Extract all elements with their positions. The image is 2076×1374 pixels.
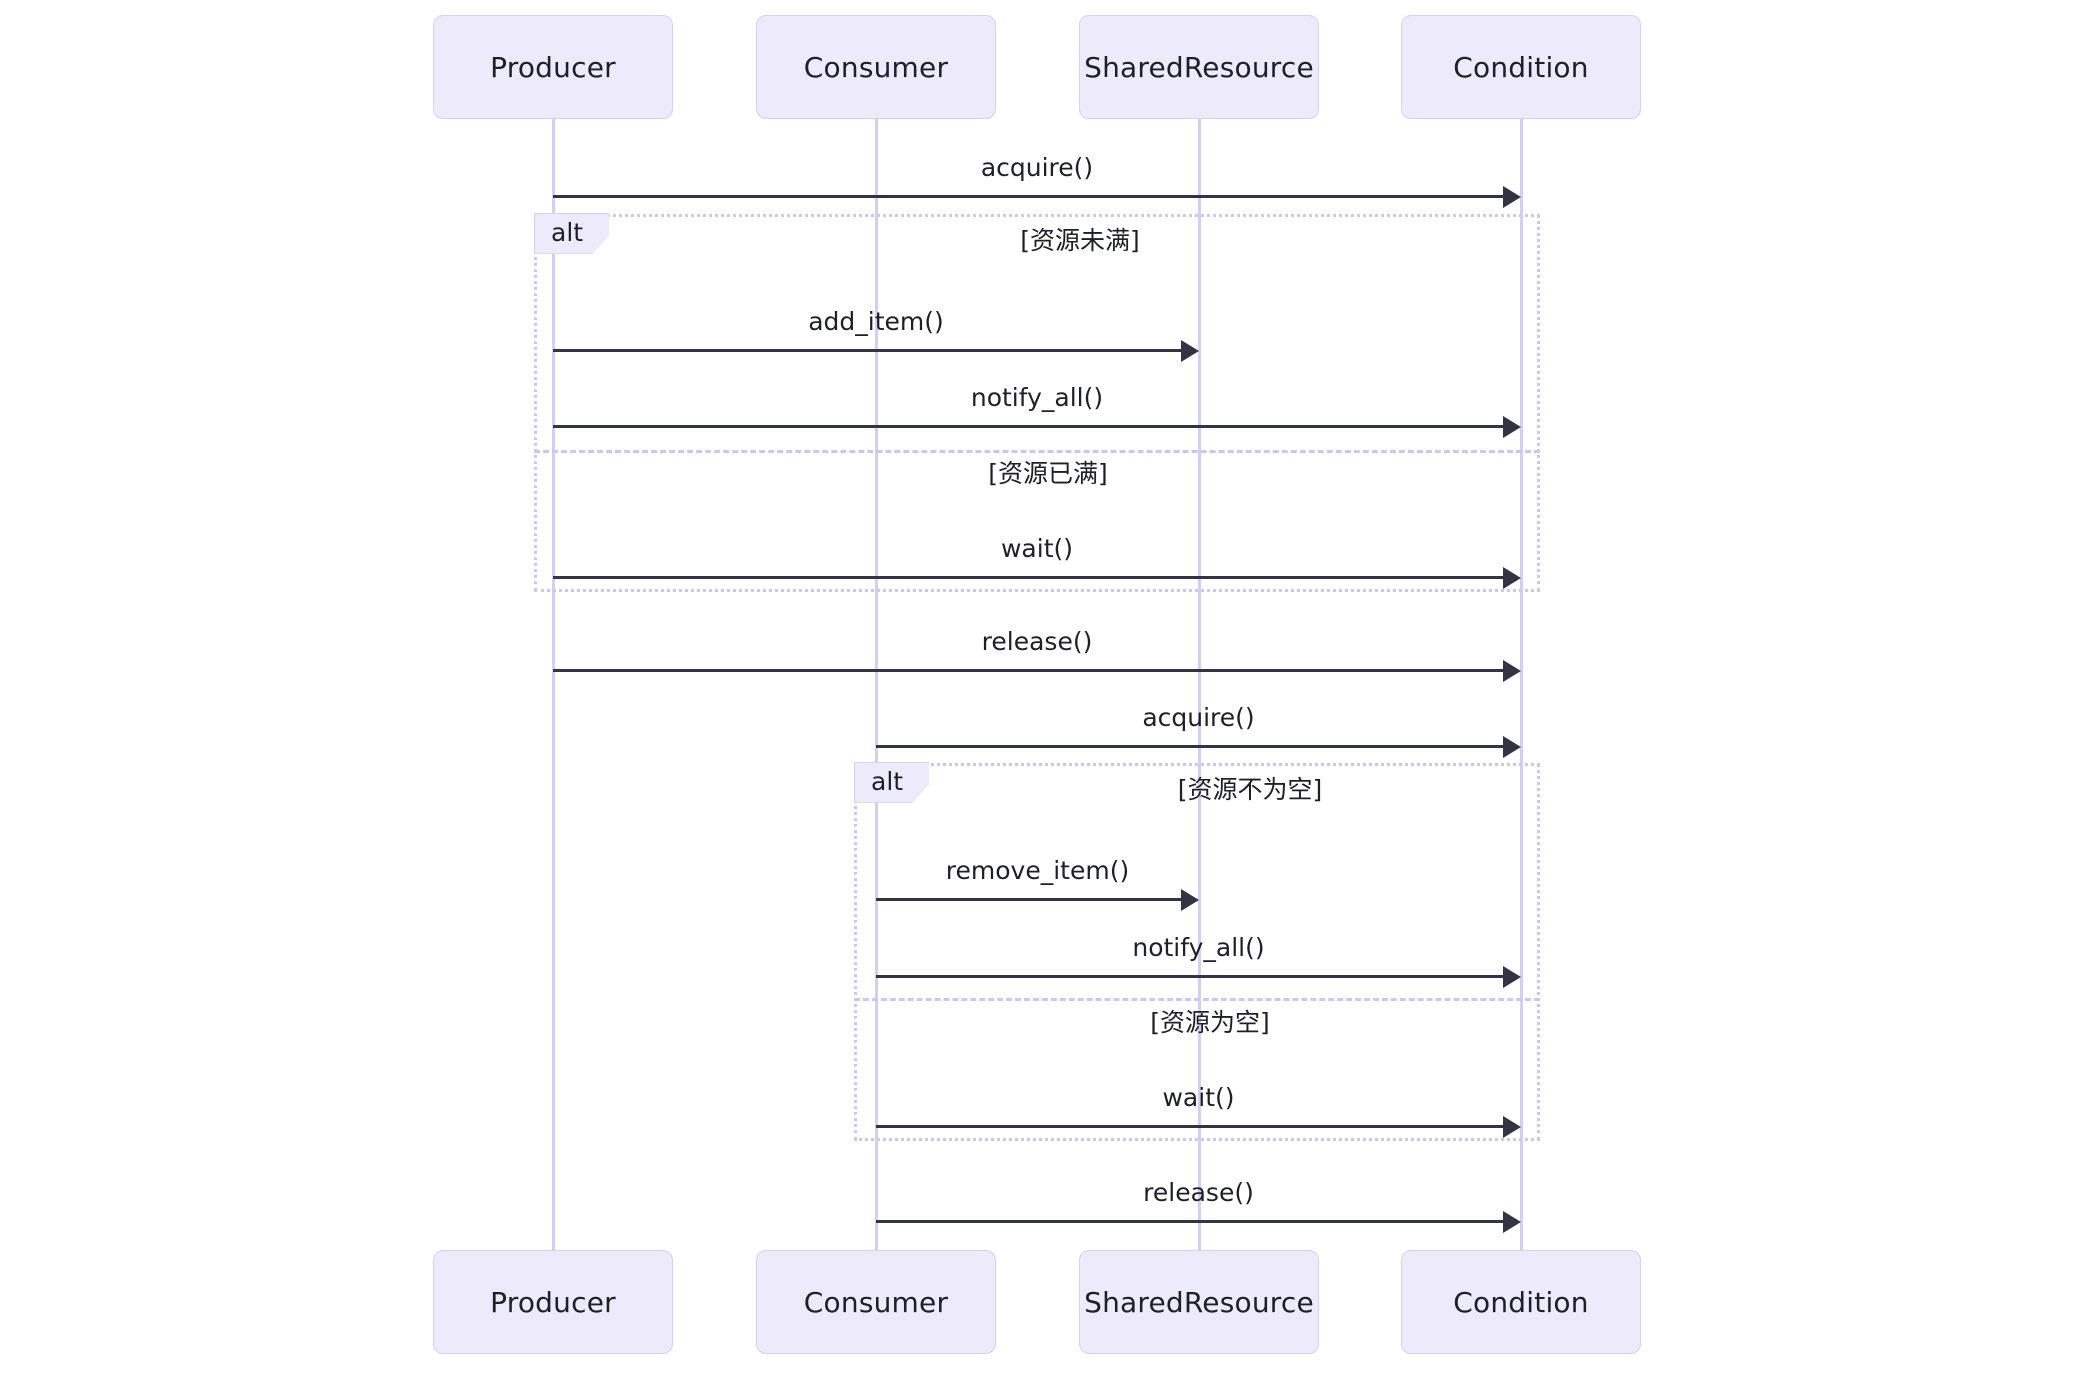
- message-label-m10: release(): [1143, 1178, 1254, 1207]
- message-line-m1: [553, 195, 1507, 198]
- lifeline-consumer: [874, 119, 878, 1250]
- message-arrowhead-m7: [1181, 888, 1199, 911]
- participant-box-consumer-bottom[interactable]: Consumer: [756, 1250, 996, 1354]
- message-line-m5: [553, 669, 1507, 672]
- fragment-separator-alt-consumer-0: [854, 998, 1540, 1001]
- fragment-tag-alt-producer: alt: [534, 213, 610, 254]
- participant-box-consumer-top[interactable]: Consumer: [756, 15, 996, 119]
- participant-label-consumer: Consumer: [803, 50, 949, 84]
- participant-box-resource-top[interactable]: SharedResource: [1079, 15, 1319, 119]
- fragment-condition-alt-consumer-1: [资源为空]: [1150, 1008, 1270, 1037]
- fragment-alt-producer: [534, 214, 1540, 592]
- message-arrowhead-m5: [1503, 659, 1521, 682]
- message-line-m6: [876, 745, 1507, 748]
- fragment-condition-alt-producer-0: [资源未满]: [1020, 226, 1140, 255]
- message-label-m8: notify_all(): [1132, 933, 1265, 962]
- participant-label-consumer: Consumer: [803, 1285, 949, 1319]
- message-line-m8: [876, 975, 1507, 978]
- participant-box-producer-bottom[interactable]: Producer: [433, 1250, 673, 1354]
- participant-label-resource: SharedResource: [1084, 50, 1314, 84]
- message-line-m3: [553, 425, 1507, 428]
- participant-box-resource-bottom[interactable]: SharedResource: [1079, 1250, 1319, 1354]
- message-arrowhead-m2: [1181, 339, 1199, 362]
- lifeline-producer: [551, 119, 555, 1250]
- participant-box-condition-bottom[interactable]: Condition: [1401, 1250, 1641, 1354]
- message-label-m4: wait(): [1000, 534, 1074, 563]
- lifeline-condition: [1519, 119, 1523, 1250]
- fragment-alt-consumer: [854, 763, 1540, 1141]
- message-line-m7: [876, 898, 1185, 901]
- message-arrowhead-m8: [1503, 965, 1521, 988]
- message-arrowhead-m1: [1503, 185, 1521, 208]
- message-label-m5: release(): [981, 627, 1093, 656]
- participant-label-condition: Condition: [1453, 50, 1589, 84]
- fragment-condition-alt-producer-1: [资源已满]: [988, 459, 1108, 488]
- message-label-m6: acquire(): [1142, 703, 1255, 732]
- message-line-m4: [553, 576, 1507, 579]
- lifeline-resource: [1197, 119, 1201, 1250]
- message-label-m3: notify_all(): [970, 383, 1104, 412]
- message-arrowhead-m10: [1503, 1210, 1521, 1233]
- message-label-m1: acquire(): [980, 153, 1094, 182]
- participant-box-producer-top[interactable]: Producer: [433, 15, 673, 119]
- message-line-m10: [876, 1220, 1507, 1223]
- participant-label-resource: SharedResource: [1084, 1285, 1314, 1319]
- message-label-m2: add_item(): [808, 307, 944, 336]
- message-label-m7: remove_item(): [945, 856, 1130, 885]
- fragment-condition-alt-consumer-0: [资源不为空]: [1177, 775, 1323, 804]
- participant-label-producer: Producer: [490, 50, 616, 84]
- message-arrowhead-m9: [1503, 1115, 1521, 1138]
- message-arrowhead-m6: [1503, 735, 1521, 758]
- participant-box-condition-top[interactable]: Condition: [1401, 15, 1641, 119]
- participant-label-condition: Condition: [1453, 1285, 1589, 1319]
- participant-label-producer: Producer: [490, 1285, 616, 1319]
- message-arrowhead-m3: [1503, 415, 1521, 438]
- fragment-separator-alt-producer-0: [534, 450, 1540, 453]
- fragment-tag-alt-consumer: alt: [854, 762, 930, 803]
- message-line-m2: [553, 349, 1185, 352]
- message-line-m9: [876, 1125, 1507, 1128]
- message-label-m9: wait(): [1162, 1083, 1235, 1112]
- message-arrowhead-m4: [1503, 566, 1521, 589]
